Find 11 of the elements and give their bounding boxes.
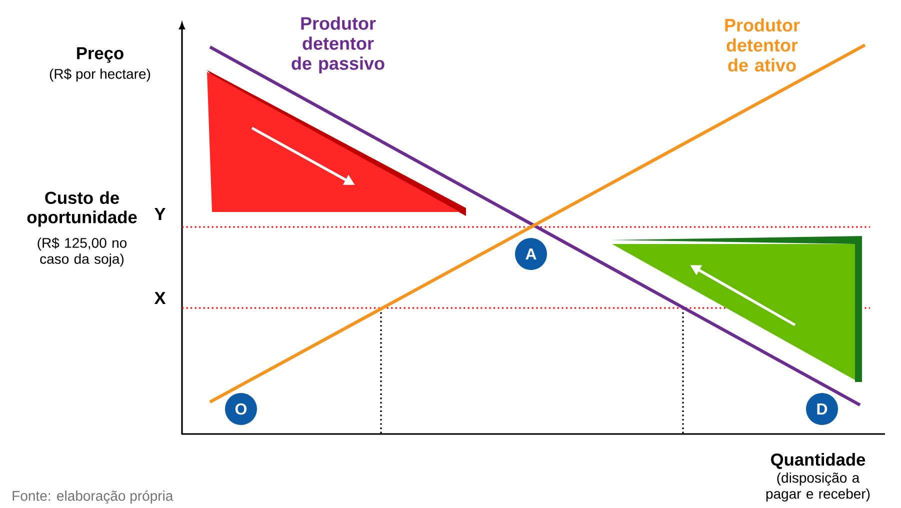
axis-unit: (R$ por hectare) [50,68,150,82]
axis-note: Custo de oportunidade [27,191,137,227]
axis-note: (R$ 125,00 no caso da soja) [38,237,127,267]
source-note: Fonte: elaboração própria [12,490,174,504]
line-label: Produtor detentor de ativo [725,18,800,72]
tick-label: X [154,292,166,304]
tick-label: Y [154,208,166,220]
axis-title: Preço [77,47,124,63]
line-label: Produtor detentor de passivo [292,16,384,74]
axis-unit: (disposição a pagar e receber) [766,472,870,502]
axis-title: Quantidade [771,453,866,469]
